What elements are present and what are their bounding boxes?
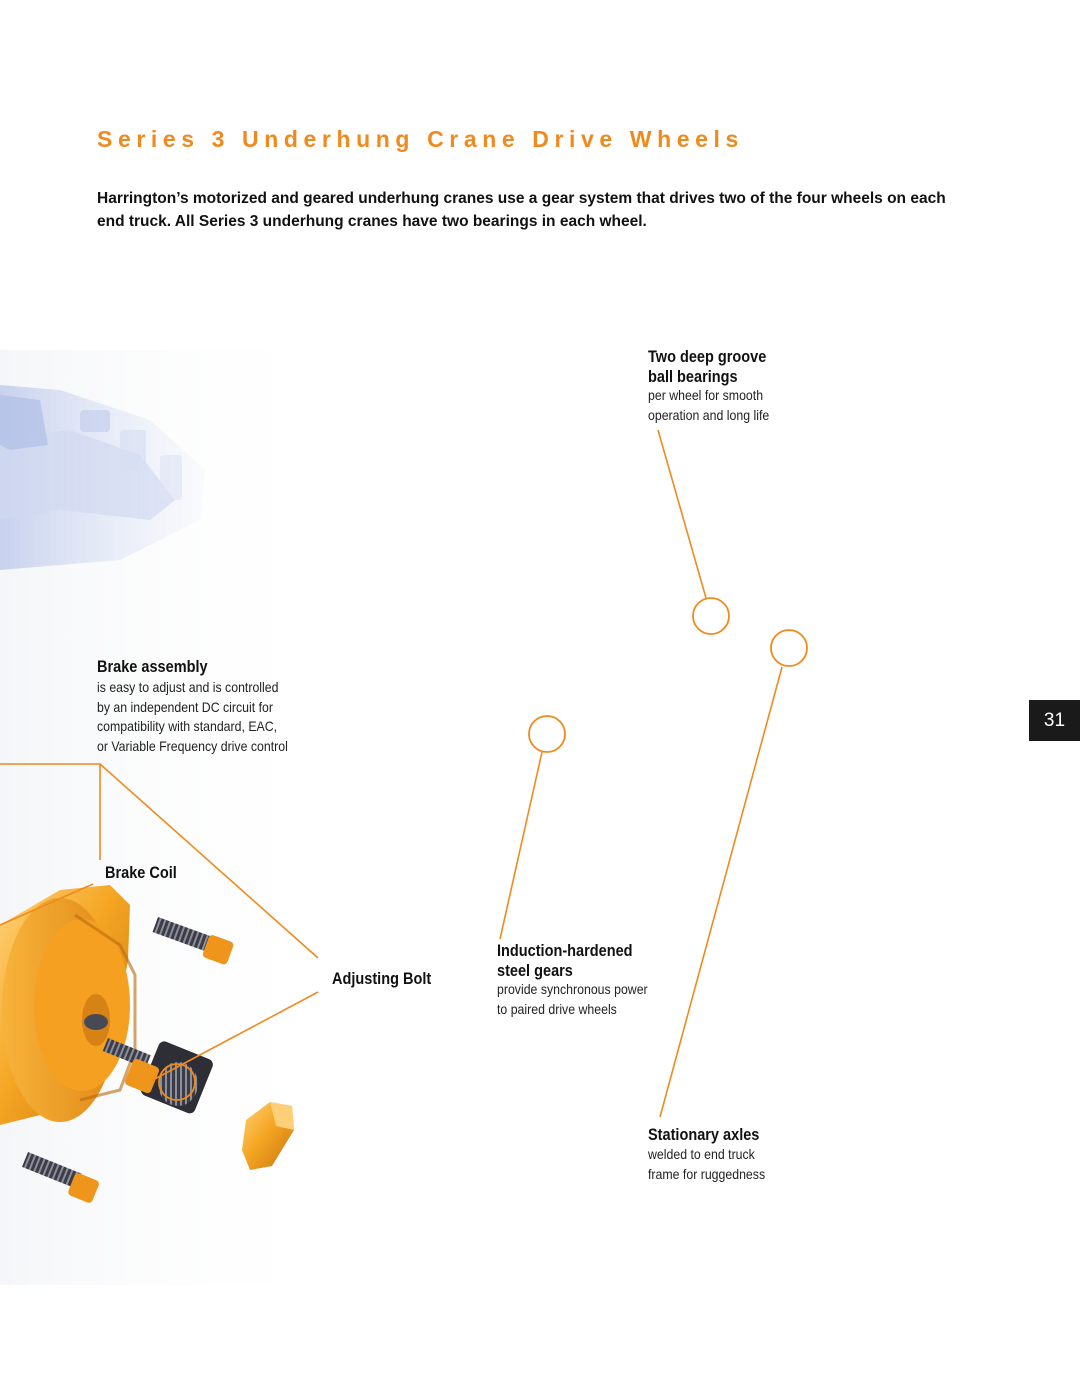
brake-coil-heading: Brake Coil [105,863,177,883]
callout-circles [158,597,808,1101]
nut-image [242,1102,294,1170]
trolley-frame-image [0,385,205,570]
page-title: Series 3 Underhung Crane Drive Wheels [97,126,744,152]
gears-description-line-1: provide synchronous power [497,981,648,997]
brake-assembly-heading-text: Brake assembly [97,658,208,676]
adjusting-bolt-heading-text: Adjusting Bolt [332,970,432,988]
brake-assembly-bracket [0,763,319,959]
gears-heading-line-1: Induction-hardened [497,942,633,960]
bolt-image [22,917,234,1203]
bolt-target-circle [158,1063,196,1101]
bearings-heading-line-2: ball bearings [648,368,738,386]
gears-description-line-2: to paired drive wheels [497,1000,617,1017]
gear-target-circle [528,715,566,753]
page-number-tab: 31 [1029,700,1080,741]
gears-heading-line-2: steel gears [497,962,573,980]
brake-coil-image [0,885,137,1125]
brake-assembly-line-1: is easy to adjust and is controlled [97,679,279,695]
leader-lines [0,429,783,1118]
adjusting-bolt-heading: Adjusting Bolt [332,969,431,989]
axles-heading: Stationary axles [648,1125,759,1145]
bearings-description-line-2: operation and long life [648,406,770,423]
axles-description: welded to end truck frame for ruggedness [648,1145,765,1184]
brake-assembly-line-2: by an independent DC circuit for [97,698,273,715]
brake-assembly-heading: Brake assembly [97,657,208,677]
intro-paragraph: Harrington’s motorized and geared underh… [97,190,946,230]
bearing-target-circle [692,597,730,635]
brake-assembly-line-3: compatibility with standard, EAC, [97,718,278,734]
adjusting-bolt-image [84,1014,213,1114]
axle-target-circle [770,629,808,667]
bearings-description-line-1: per wheel for smooth [648,387,764,403]
brake-assembly-line-4: or Variable Frequency drive control [97,737,288,754]
gears-description: provide synchronous power to paired driv… [497,980,648,1019]
axles-heading-text: Stationary axles [648,1126,760,1144]
brake-assembly-description: is easy to adjust and is controlled by a… [97,678,288,756]
brake-coil-heading-text: Brake Coil [105,864,177,882]
bearings-description: per wheel for smooth operation and long … [648,386,769,425]
bearings-heading: Two deep groove ball bearings [648,347,766,387]
gears-heading: Induction-hardened steel gears [497,941,633,981]
axles-description-line-1: welded to end truck [648,1146,755,1162]
axles-description-line-2: frame for ruggedness [648,1165,766,1182]
bearings-heading-line-1: Two deep groove [648,348,767,366]
